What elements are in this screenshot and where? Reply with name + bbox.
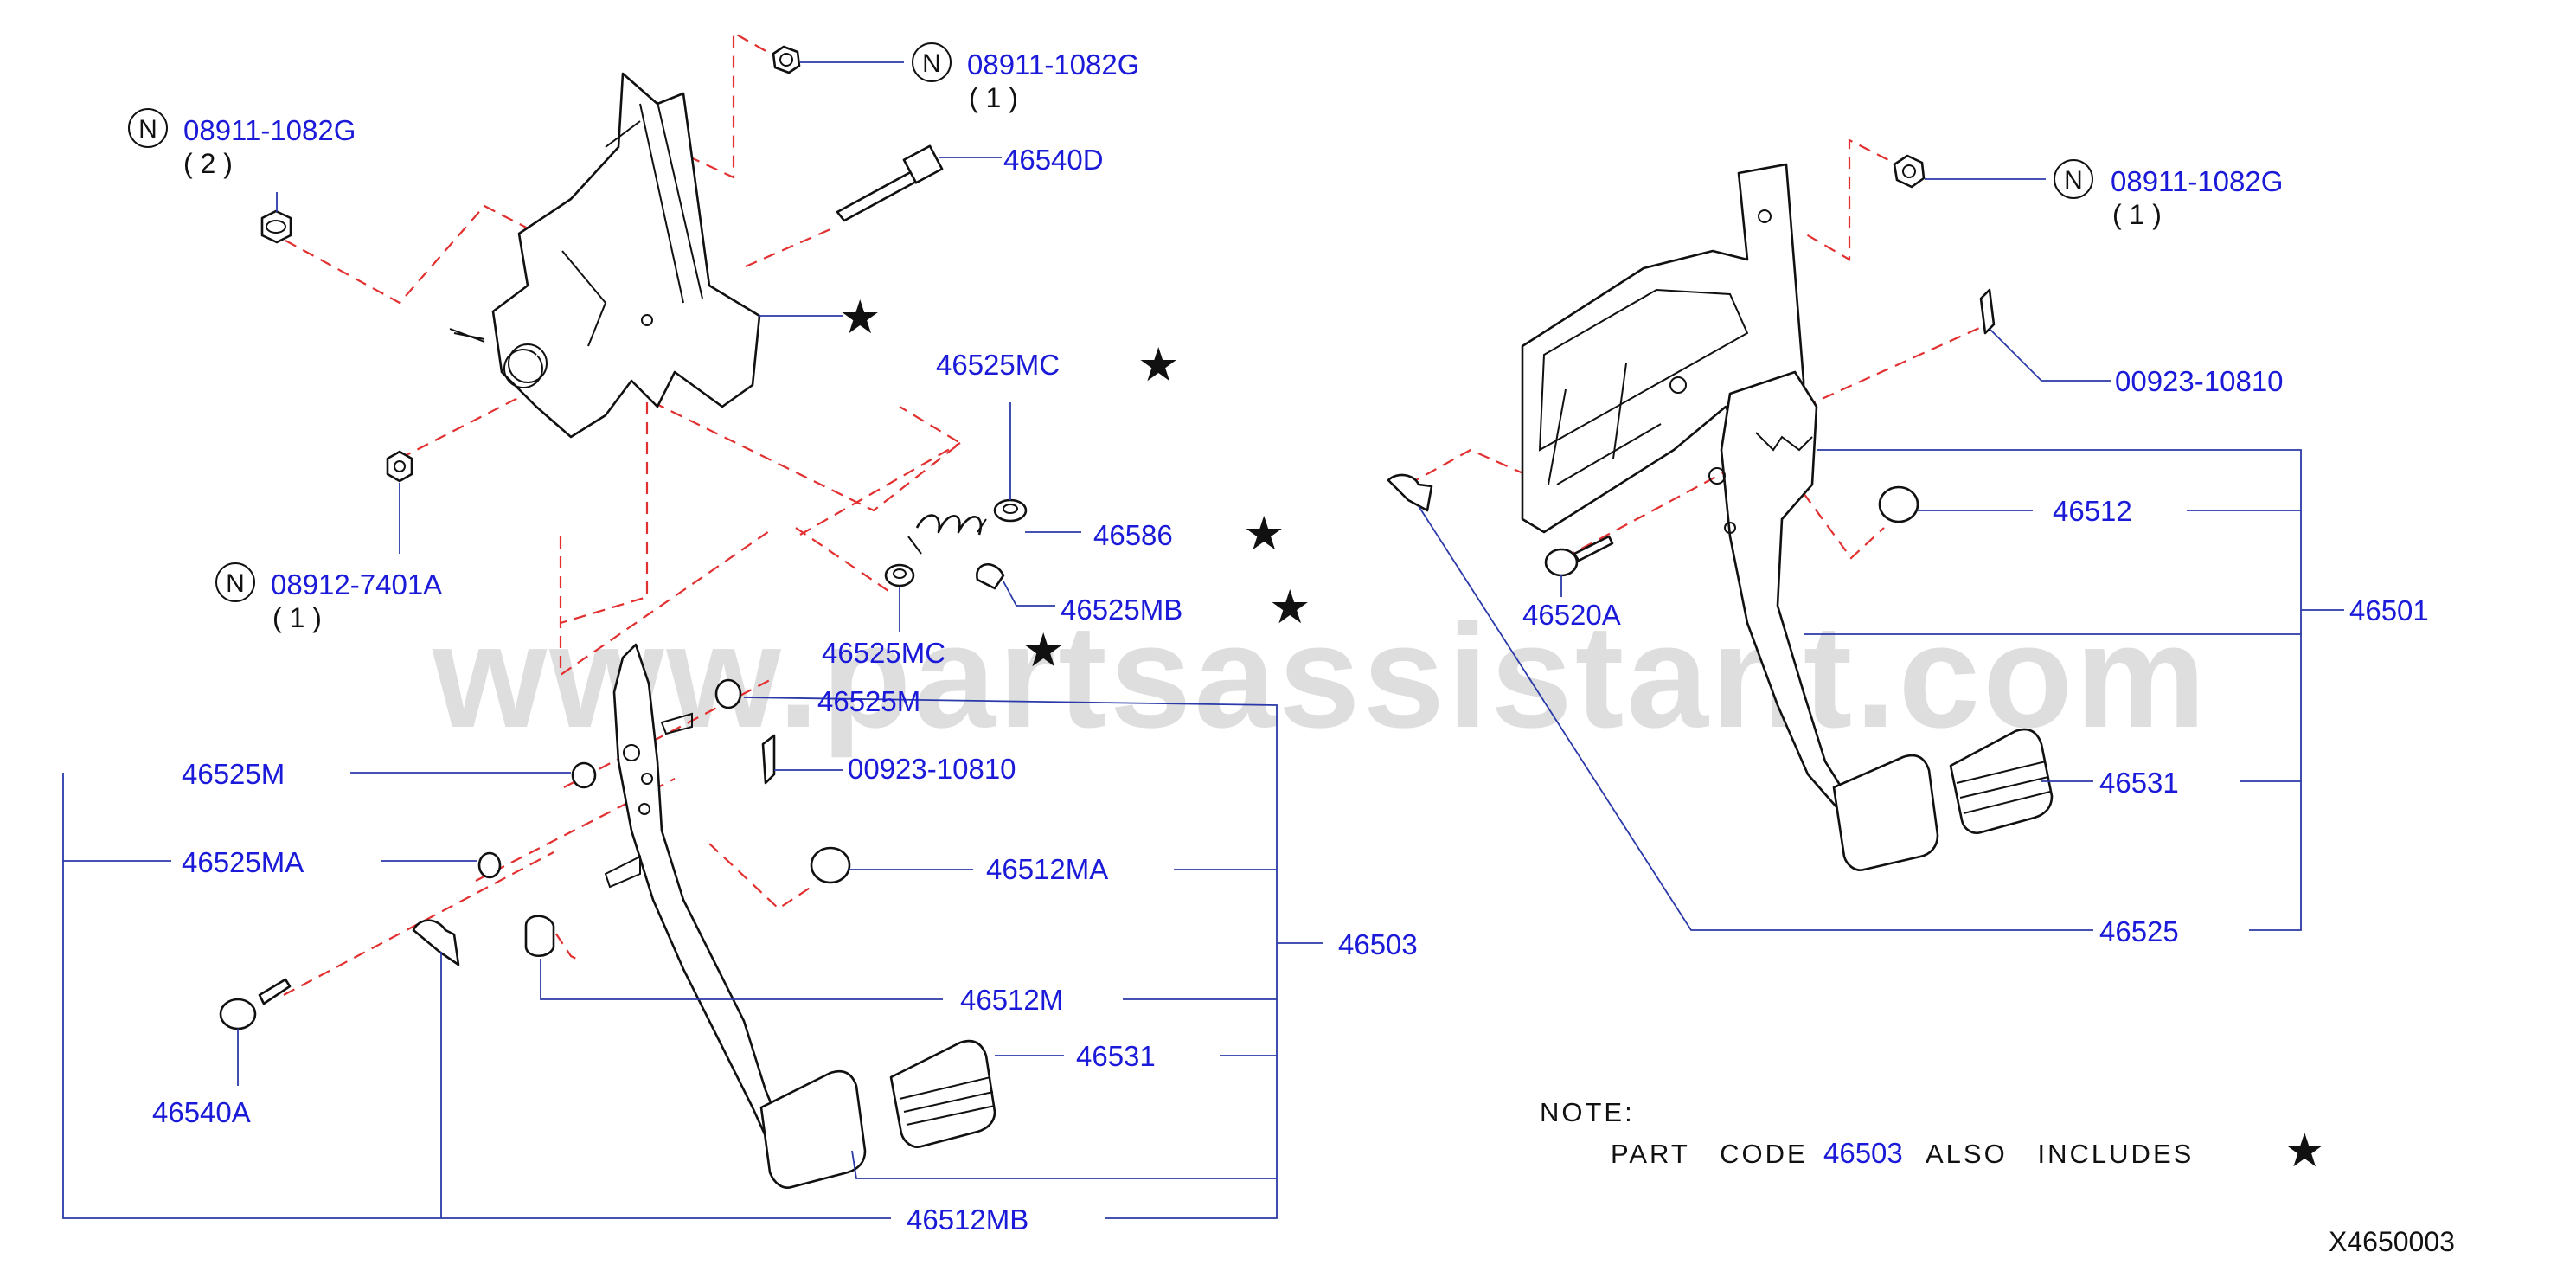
part-qty: ( 1 ) (272, 602, 322, 633)
label-46525MB[interactable]: 46525MB (1061, 594, 1182, 626)
label-46503[interactable]: 46503 (1338, 928, 1418, 960)
bushing-46525M-a (714, 678, 742, 709)
pad-46531-right (1949, 728, 2054, 834)
note-part-code[interactable]: 46503 (1823, 1137, 1903, 1169)
callout-nut-left[interactable]: N 08911-1082G ( 2 ) (128, 108, 356, 179)
pad-46531-left (889, 1039, 996, 1148)
label-46525M-a[interactable]: 46525M (817, 685, 920, 717)
label-46520A[interactable]: 46520A (1522, 599, 1621, 631)
part-qty: ( 2 ) (183, 148, 233, 179)
collar-46525MC-bottom (884, 563, 915, 587)
n-circle-icon (128, 108, 168, 148)
label-46525MC-top[interactable]: 46525MC (936, 349, 1060, 381)
label-46512MA[interactable]: 46512MA (986, 853, 1108, 885)
part-code[interactable]: 08911-1082G (183, 114, 356, 146)
label-46531-left[interactable]: 46531 (1076, 1040, 1156, 1072)
bushing-46525MA (477, 851, 502, 879)
nut-left (260, 209, 292, 244)
n-symbol: N (2064, 166, 2083, 195)
label-46512M[interactable]: 46512M (960, 984, 1063, 1016)
label-46540D[interactable]: 46540D (1003, 144, 1104, 176)
n-symbol: N (226, 569, 245, 598)
part-code[interactable]: 08911-1082G (967, 48, 1139, 80)
star-icon: ★ (2284, 1125, 2325, 1177)
clevis-pin-46520A (1544, 535, 1614, 577)
clip-00923-10810-right (1979, 288, 1996, 335)
nut-right (1893, 154, 1926, 189)
label-46501[interactable]: 46501 (2349, 594, 2429, 626)
clip-46512MB (412, 919, 460, 966)
pad-right-pedal (1832, 754, 1939, 871)
callout-nut-top-left[interactable]: N 08911-1082G ( 1 ) (912, 42, 1139, 113)
bushing-46525M-b (571, 761, 597, 789)
leader-lines (62, 61, 2344, 1219)
watermark: www.partsassistant.com (432, 594, 2208, 759)
stopper-46512MA (810, 846, 851, 884)
note-label: NOTE: (1540, 1097, 1635, 1127)
part-code[interactable]: 08911-1082G (2111, 165, 2283, 197)
label-00923-10810-left[interactable]: 00923-10810 (848, 753, 1016, 785)
nut-top-left (772, 45, 801, 74)
label-00923-10810-right[interactable]: 00923-10810 (2115, 365, 2284, 397)
label-46525[interactable]: 46525 (2099, 915, 2179, 947)
stopper-46512M (524, 915, 555, 958)
label-46525M-b[interactable]: 46525M (182, 758, 285, 790)
label-46540A[interactable]: 46540A (152, 1096, 251, 1128)
star-icon: ★ (839, 292, 881, 343)
n-symbol: N (922, 49, 941, 78)
note-block: NOTE: PART CODE 46503 ALSO INCLUDES ★ (1540, 1097, 2325, 1177)
label-46512MB[interactable]: 46512MB (907, 1204, 1028, 1236)
label-46525MC-bottom[interactable]: 46525MC (822, 637, 945, 669)
note-suffix: ALSO INCLUDES (1926, 1139, 2194, 1169)
n-circle-icon (215, 562, 255, 602)
n-circle-icon (912, 42, 952, 82)
star-icon: ★ (1243, 508, 1285, 560)
assembly-dashed-lines (283, 31, 1986, 996)
part-qty: ( 1 ) (969, 82, 1018, 113)
star-icon: ★ (1269, 581, 1310, 633)
label-46531-right[interactable]: 46531 (2099, 767, 2179, 799)
clip-46525MB (976, 562, 1005, 590)
n-symbol: N (138, 115, 157, 144)
label-46586[interactable]: 46586 (1093, 519, 1173, 551)
bolt-46540D (836, 144, 944, 222)
clip-00923-10810-left (761, 734, 776, 785)
callout-nut-lower-left[interactable]: N 08912-7401A ( 1 ) (215, 562, 442, 633)
diagram-id: X4650003 (2329, 1226, 2455, 1257)
n-circle-icon (2054, 159, 2093, 199)
bracket-left (449, 72, 761, 439)
collar-46525MC-top (993, 498, 1028, 523)
label-46512[interactable]: 46512 (2053, 495, 2132, 527)
pad-left-pedal (759, 1069, 867, 1189)
spring-46586 (907, 514, 987, 555)
clevis-pin-46540A (219, 978, 292, 1030)
label-46525MA[interactable]: 46525MA (182, 846, 304, 878)
clip-46525-right (1387, 473, 1433, 512)
nut-lower-left (386, 450, 413, 483)
star-icon: ★ (1137, 339, 1179, 391)
note-prefix: PART CODE (1611, 1139, 1808, 1169)
part-qty: ( 1 ) (2112, 199, 2162, 230)
star-icon: ★ (1022, 625, 1064, 677)
part-code[interactable]: 08912-7401A (271, 568, 442, 600)
pedal-arm-right (1708, 370, 1849, 811)
callout-nut-right[interactable]: N 08911-1082G ( 1 ) (2054, 159, 2283, 230)
stopper-46512-right (1878, 485, 1919, 523)
